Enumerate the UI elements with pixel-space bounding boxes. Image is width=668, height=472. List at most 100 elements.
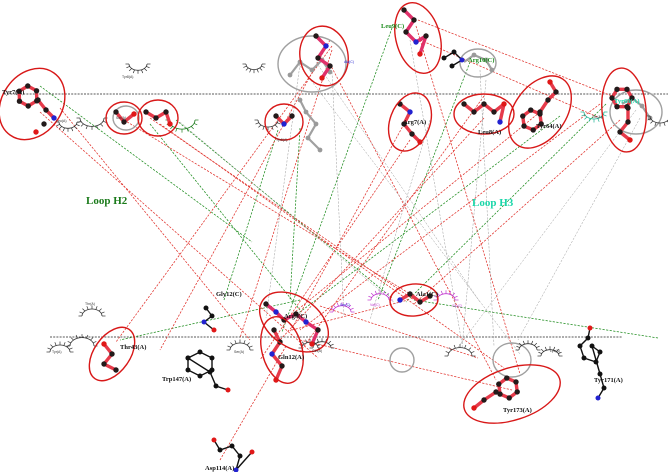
ellipse-leu-left [137, 99, 179, 137]
interaction-line-5 [281, 27, 393, 333]
label-gln12: Gln12(A) [278, 354, 304, 361]
interaction-line-20 [417, 19, 613, 97]
ellipse-arg-top [299, 25, 349, 87]
residue-ala1 [397, 291, 433, 305]
hydrophobic-arc-18 [367, 290, 393, 301]
interaction-line-3 [149, 123, 301, 311]
label-gly12: Gly12(C) [216, 291, 242, 298]
interaction-line-13 [59, 107, 251, 341]
interaction-line-2 [175, 119, 393, 299]
interaction-line-40 [455, 109, 637, 351]
label-trp147: Trp147(A) [162, 376, 191, 383]
hydrophobic-arc-16 [444, 344, 476, 357]
hydrophobic-arc-4 [242, 63, 266, 74]
ellipse-tyr69 [601, 67, 647, 153]
loop-h3-label: Loop H3 [472, 197, 514, 209]
ellipse-leu9 [394, 2, 442, 74]
label-tyr69: Tyr69(A) [614, 98, 640, 105]
interaction-line-39 [461, 79, 487, 349]
interaction-line-45 [369, 119, 431, 321]
residue-asp114 [211, 437, 255, 472]
interaction-line-28 [299, 95, 485, 353]
tiny-label-14: Lys(A) [550, 349, 560, 353]
grey-circle-tyr-bottom [492, 342, 532, 378]
residue-arg-top [313, 33, 333, 81]
label-asp114: Asp114(A) [205, 465, 234, 472]
residue-tyr171 [577, 325, 607, 401]
interaction-line-34 [329, 63, 497, 381]
interaction-lines [39, 19, 659, 461]
ellipse-leu8 [453, 93, 515, 135]
residue-thr43 [101, 341, 119, 373]
hydrophobic-arc-15 [537, 346, 563, 357]
hydrophobic-arc-12 [226, 339, 254, 351]
tiny-label-4: Tyr5(A) [276, 138, 287, 142]
interaction-line-29 [219, 345, 287, 461]
residue-arg5 [263, 301, 321, 347]
residue-labels: Tyr7(A) Arg7(A) Leu9(C) Arg10(C) Leu8(A)… [2, 23, 640, 472]
label-tyr64: Tyr64(A) [536, 123, 562, 130]
interaction-line-7 [291, 115, 561, 319]
interaction-line-26 [299, 103, 601, 331]
tiny-label-8: Thr(A) [85, 302, 95, 306]
hydrophobic-arc-8 [55, 121, 81, 132]
interaction-line-12 [39, 111, 319, 359]
label-leu9: Leu9(C) [381, 23, 404, 30]
interaction-line-18 [239, 49, 333, 339]
hydrophobic-arc-10 [66, 334, 98, 347]
label-arg7: Arg7(A) [403, 119, 426, 126]
interaction-line-14 [149, 117, 415, 301]
interaction-line-1 [39, 85, 253, 243]
residue-leu-left [143, 109, 173, 127]
interaction-line-32 [319, 305, 479, 359]
tiny-label-9: Gln(A) [312, 349, 322, 353]
label-thr43: Thr43(A) [120, 344, 146, 351]
residue-gly12 [201, 305, 217, 333]
grey-circle-ser [112, 105, 140, 131]
interaction-line-19 [415, 25, 521, 375]
grey-chain-arg10 [463, 53, 493, 71]
grey-circle-top [277, 35, 347, 93]
interaction-line-10 [119, 299, 301, 341]
hydrophobic-arc-14 [515, 340, 541, 351]
hydrophobic-arc-17 [329, 302, 355, 313]
residue-gln12 [269, 327, 285, 383]
label-ala1: Ala1(C) [416, 291, 438, 298]
interaction-line-37 [409, 39, 463, 345]
hydrophobic-arc-6 [646, 115, 668, 127]
interaction-line-16 [159, 39, 331, 351]
ellipse-tyr173 [463, 364, 561, 424]
ellipse-tyr64 [507, 75, 573, 149]
tiny-label-2: Leu(A) [56, 119, 67, 123]
ellipse-gln12 [260, 316, 304, 384]
tiny-label-7: Ser(C) [340, 303, 350, 307]
loop-h2-label: Loop H2 [86, 195, 128, 207]
hydrophobic-arc-1 [76, 117, 108, 130]
hydrophobic-arc-9 [78, 305, 106, 317]
grey-atoms [287, 52, 653, 153]
interaction-line-36 [299, 65, 521, 355]
tiny-label-13: Ser(A) [234, 350, 244, 354]
hydrophobic-arc-11 [46, 341, 74, 353]
interaction-line-6 [377, 61, 471, 301]
tiny-labels: Tyr8(A) Leu(A) Ser(A) Tyr5(A) Thr(A) Ala… [52, 60, 602, 354]
ellipse-arg5 [259, 291, 329, 353]
label-tyr7: Tyr7(A) [2, 89, 24, 96]
residue-trp147 [185, 349, 231, 393]
label-leu8: Leu8(A) [478, 129, 501, 136]
residue-leu8 [461, 101, 507, 125]
interaction-line-11 [223, 129, 279, 301]
residue-leu9 [401, 7, 429, 57]
interaction-line-41 [331, 71, 345, 317]
residue-arg10 [441, 49, 465, 69]
ellipse-ala1 [389, 283, 439, 317]
residue-ala [273, 113, 295, 127]
residue-tyr7 [16, 83, 57, 135]
tiny-label-5: Thr(A) [592, 115, 602, 119]
grey-circle-tyr-right [609, 89, 663, 135]
interaction-line-42 [315, 61, 481, 303]
highlighted-residues [16, 7, 635, 472]
interaction-line-31 [299, 339, 513, 391]
ellipse-ala [264, 103, 304, 141]
